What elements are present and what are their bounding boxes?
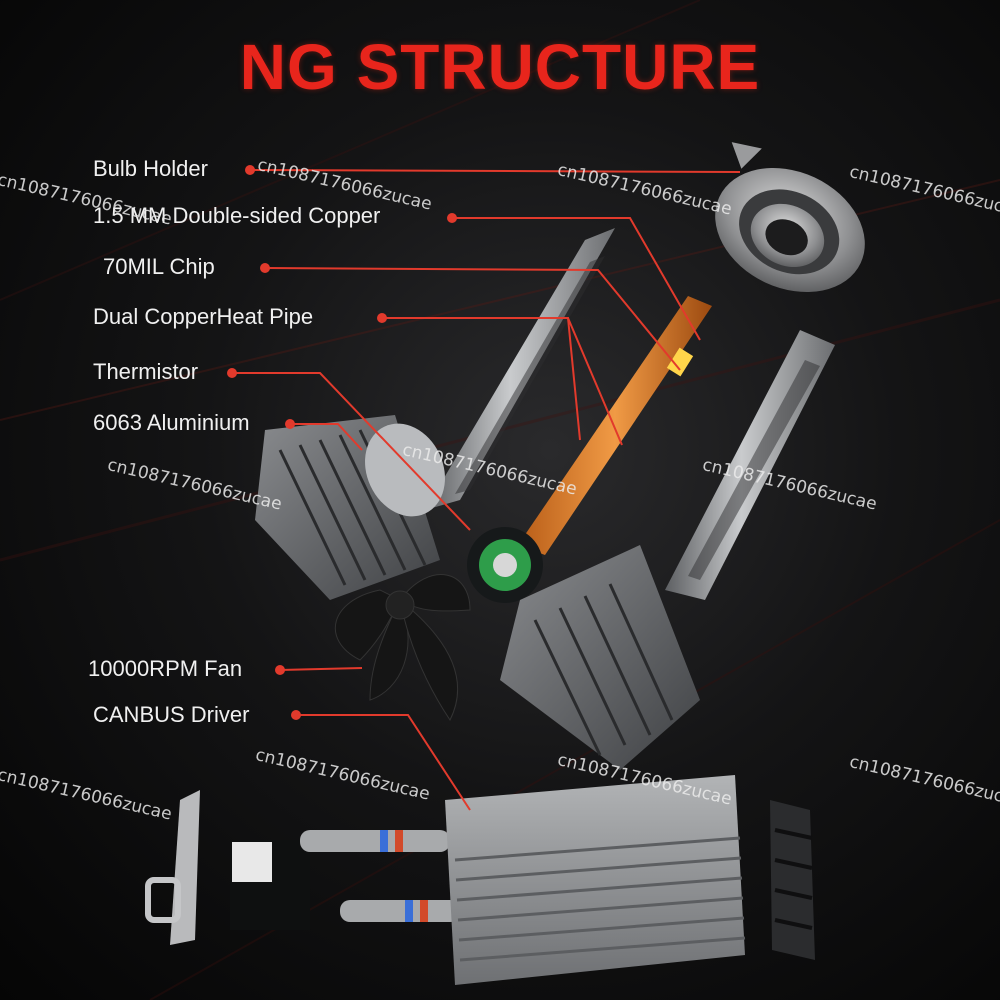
callout-line-chip [264,267,681,371]
callout-line-copper [452,217,701,341]
label-canbus-driver: CANBUS Driver [93,702,250,727]
callout-dots [227,165,457,720]
copper-pcb-strip [467,296,712,603]
callout-line-aluminium [290,423,363,451]
label-double-sided-copper: 1.5 MM Double-sided Copper [93,203,381,228]
label-6063-aluminium: 6063 Aluminium [93,410,250,435]
diagram-title: NG STRUCTURE [239,31,761,103]
right-bulb-body [500,330,835,770]
bulb-holder-part [715,142,865,293]
callout-line-driver [296,714,471,811]
callout-line-thermistor [232,372,471,531]
label-70mil-chip: 70MIL Chip [103,254,215,279]
callout-line-fan [279,667,363,671]
left-bulb-body [255,228,615,600]
canbus-driver-part [145,775,815,985]
callout-lines [232,169,741,811]
label-10000rpm-fan: 10000RPM Fan [88,656,243,681]
fan-part [334,574,471,721]
label-dual-copper-heat-pipe: Dual CopperHeat Pipe [93,304,314,329]
label-thermistor: Thermistor [93,359,199,384]
callout-line-bulb-holder [249,169,741,173]
label-bulb-holder: Bulb Holder [93,156,208,181]
callout-line-heat-pipe [382,317,623,446]
